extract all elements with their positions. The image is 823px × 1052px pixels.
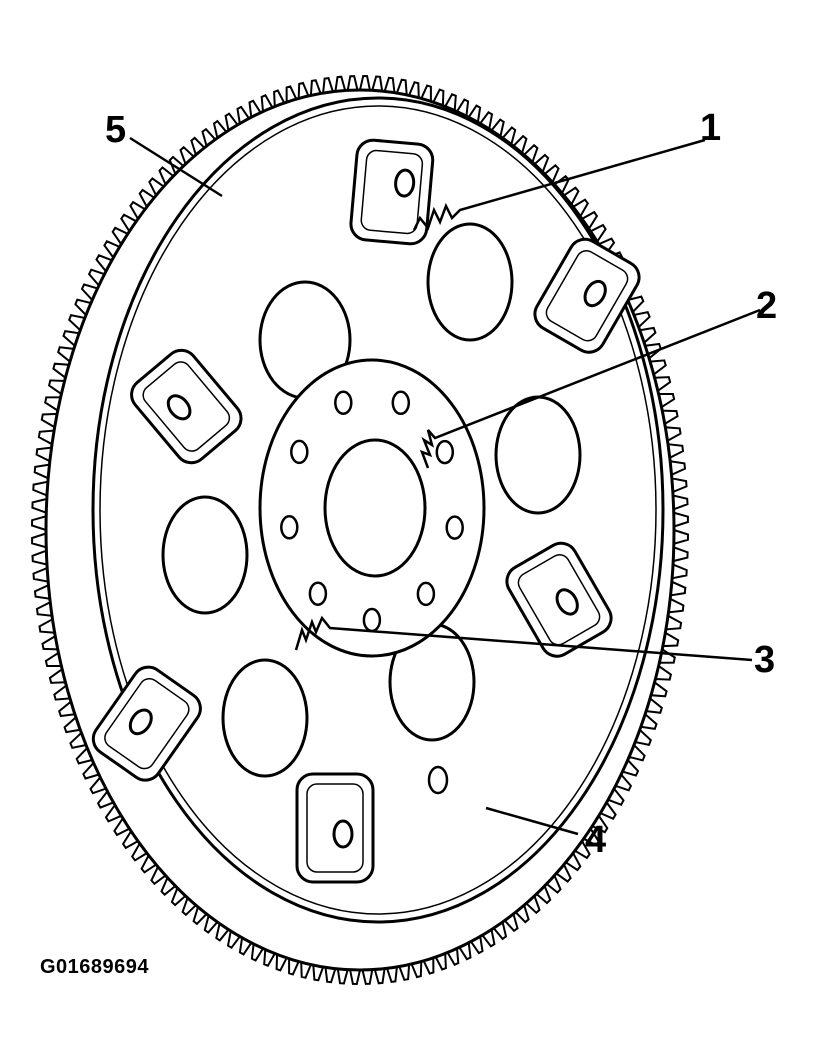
callout-5: 5: [105, 109, 126, 151]
lightening-holes: [161, 222, 582, 778]
hub-bolt-hole: [416, 581, 436, 607]
leader-line-1: [412, 138, 706, 231]
mounting-pad: [349, 138, 435, 246]
leader-line-4: [485, 806, 579, 836]
locating-hole: [427, 765, 449, 795]
lightening-hole: [221, 658, 309, 778]
leader-lines: [129, 136, 761, 836]
mounting-pad: [533, 237, 641, 354]
figure-id: G01689694: [40, 956, 150, 978]
lightening-hole: [161, 495, 249, 615]
mounting-pad: [91, 665, 202, 782]
mounting-pads: [91, 138, 641, 884]
hub-bolt-hole: [280, 515, 299, 540]
hub-bolt-holes: [280, 390, 464, 633]
callout-1: 1: [700, 107, 721, 149]
leader-line-5: [129, 136, 223, 198]
hub-bolt-hole: [308, 581, 328, 606]
leader-line-3: [294, 615, 753, 662]
plate-inner-edge: [99, 105, 657, 915]
hub-bolt-hole: [391, 390, 411, 416]
hub-bolt-hole: [290, 439, 309, 465]
leader-line-2: [419, 308, 761, 469]
hub-bolt-hole: [435, 439, 455, 465]
hub-bolt-hole: [334, 390, 353, 415]
mounting-pad: [505, 541, 613, 658]
callout-3: 3: [754, 639, 775, 681]
hub-bolt-hole: [445, 515, 464, 540]
mounting-pad: [295, 772, 375, 884]
lightening-hole: [426, 222, 514, 342]
callout-4: 4: [585, 819, 606, 861]
hub-center-bore: [323, 438, 427, 578]
callout-2: 2: [756, 285, 777, 327]
hub-bolt-hole: [362, 607, 382, 633]
lightening-hole: [494, 395, 582, 515]
mounting-pad: [130, 348, 243, 465]
